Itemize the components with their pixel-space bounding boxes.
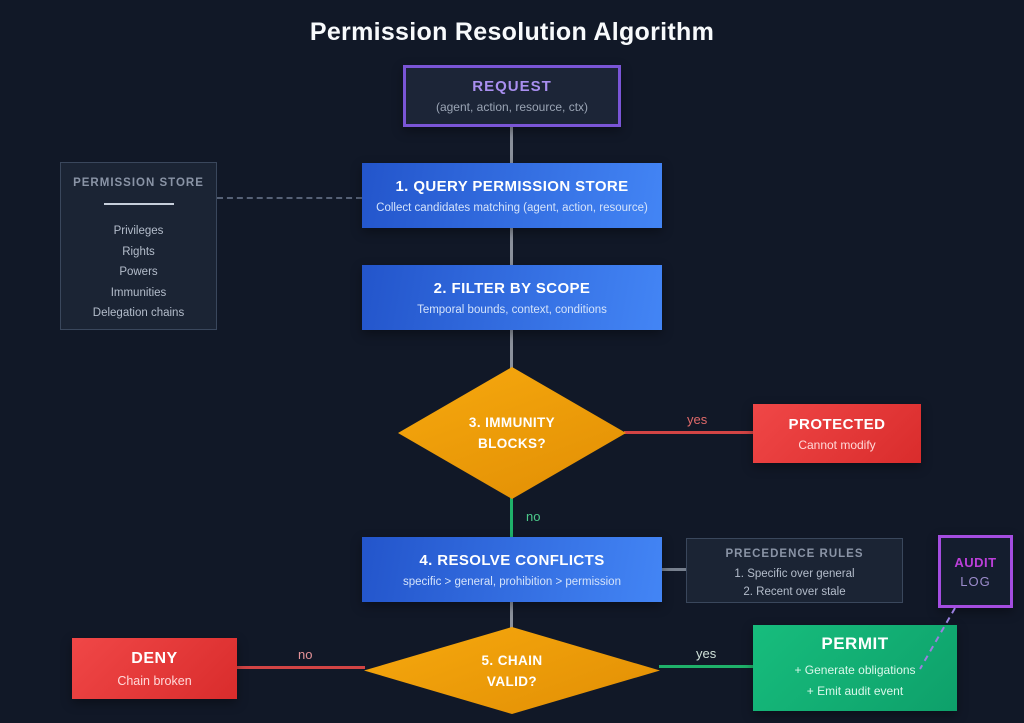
list-item: 1. Specific over general xyxy=(734,568,855,580)
request-subtitle: (agent, action, resource, ctx) xyxy=(435,100,589,114)
permission-store-list: Privileges Rights Powers Immunities Dele… xyxy=(61,221,216,324)
decision5-line2: VALID? xyxy=(486,673,538,689)
precedence-rules-list: 1. Specific over general 2. Recent over … xyxy=(687,565,902,601)
connector-step1-step2 xyxy=(510,228,513,266)
list-item: Immunities xyxy=(110,286,167,299)
permission-store-title: PERMISSION STORE xyxy=(73,177,204,189)
connector-decision5-permit-yes xyxy=(659,665,753,668)
connector-decision3-step4-no xyxy=(510,497,513,538)
permit-line2: + Emit audit event xyxy=(806,684,904,698)
edge-label-chain-yes: yes xyxy=(696,646,717,661)
edge-label-chain-no: no xyxy=(298,647,313,662)
step4-title: 4. RESOLVE CONFLICTS xyxy=(419,551,605,569)
protected-node: PROTECTED Cannot modify xyxy=(753,404,921,463)
decision5-line1: 5. CHAIN xyxy=(481,652,543,668)
protected-title: PROTECTED xyxy=(788,415,886,433)
connector-step4-precedence xyxy=(662,568,686,571)
list-item: Privileges xyxy=(113,225,164,237)
request-node: REQUEST (agent, action, resource, ctx) xyxy=(403,65,621,127)
connector-decision3-protected-yes xyxy=(624,431,753,434)
step2-filter-node: 2. FILTER BY SCOPE Temporal bounds, cont… xyxy=(362,265,662,330)
edge-label-immunity-no: no xyxy=(526,509,541,524)
step4-subtitle: specific > general, prohibition > permis… xyxy=(403,575,621,588)
step1-subtitle: Collect candidates matching (agent, acti… xyxy=(376,201,648,214)
connector-decision5-deny-no xyxy=(237,666,365,669)
connector-step4-decision5 xyxy=(510,602,513,629)
connector-store-step1-dashed xyxy=(217,197,362,199)
step2-title: 2. FILTER BY SCOPE xyxy=(433,279,591,297)
protected-subtitle: Cannot modify xyxy=(798,437,876,452)
permit-line1: + Generate obligations xyxy=(794,663,916,677)
step4-resolve-node: 4. RESOLVE CONFLICTS specific > general,… xyxy=(362,537,662,602)
list-item: 2. Recent over stale xyxy=(743,586,846,598)
precedence-rules-title: PRECEDENCE RULES xyxy=(725,548,864,560)
deny-subtitle: Chain broken xyxy=(117,673,192,688)
list-item: Delegation chains xyxy=(92,307,185,319)
step1-title: 1. QUERY PERMISSION STORE xyxy=(395,177,629,195)
audit-line1: AUDIT xyxy=(954,554,997,570)
decision3-line2: BLOCKS? xyxy=(477,436,547,451)
decision3-line1: 3. IMMUNITY xyxy=(468,415,556,430)
connector-request-step1 xyxy=(510,127,513,164)
audit-log-node: AUDIT LOG xyxy=(938,535,1013,608)
permit-title: PERMIT xyxy=(821,634,889,653)
list-item: Powers xyxy=(119,266,158,278)
permit-node: PERMIT + Generate obligations + Emit aud… xyxy=(753,625,957,711)
page-title: Permission Resolution Algorithm xyxy=(309,18,715,46)
decision3-immunity-node: 3. IMMUNITY BLOCKS? xyxy=(398,367,626,499)
request-title: REQUEST xyxy=(472,78,552,95)
precedence-rules-panel: PRECEDENCE RULES 1. Specific over genera… xyxy=(686,538,903,603)
deny-node: DENY Chain broken xyxy=(72,638,237,699)
audit-line2: LOG xyxy=(960,573,991,589)
connector-step2-decision3 xyxy=(510,330,513,369)
step1-query-node: 1. QUERY PERMISSION STORE Collect candid… xyxy=(362,163,662,228)
permission-store-divider xyxy=(103,203,174,205)
deny-title: DENY xyxy=(131,649,178,667)
decision5-chain-node: 5. CHAIN VALID? xyxy=(364,627,660,714)
step2-subtitle: Temporal bounds, context, conditions xyxy=(417,303,607,316)
edge-label-immunity-yes: yes xyxy=(687,412,708,427)
list-item: Rights xyxy=(122,245,155,258)
permission-store-panel: PERMISSION STORE Privileges Rights Power… xyxy=(60,162,217,330)
